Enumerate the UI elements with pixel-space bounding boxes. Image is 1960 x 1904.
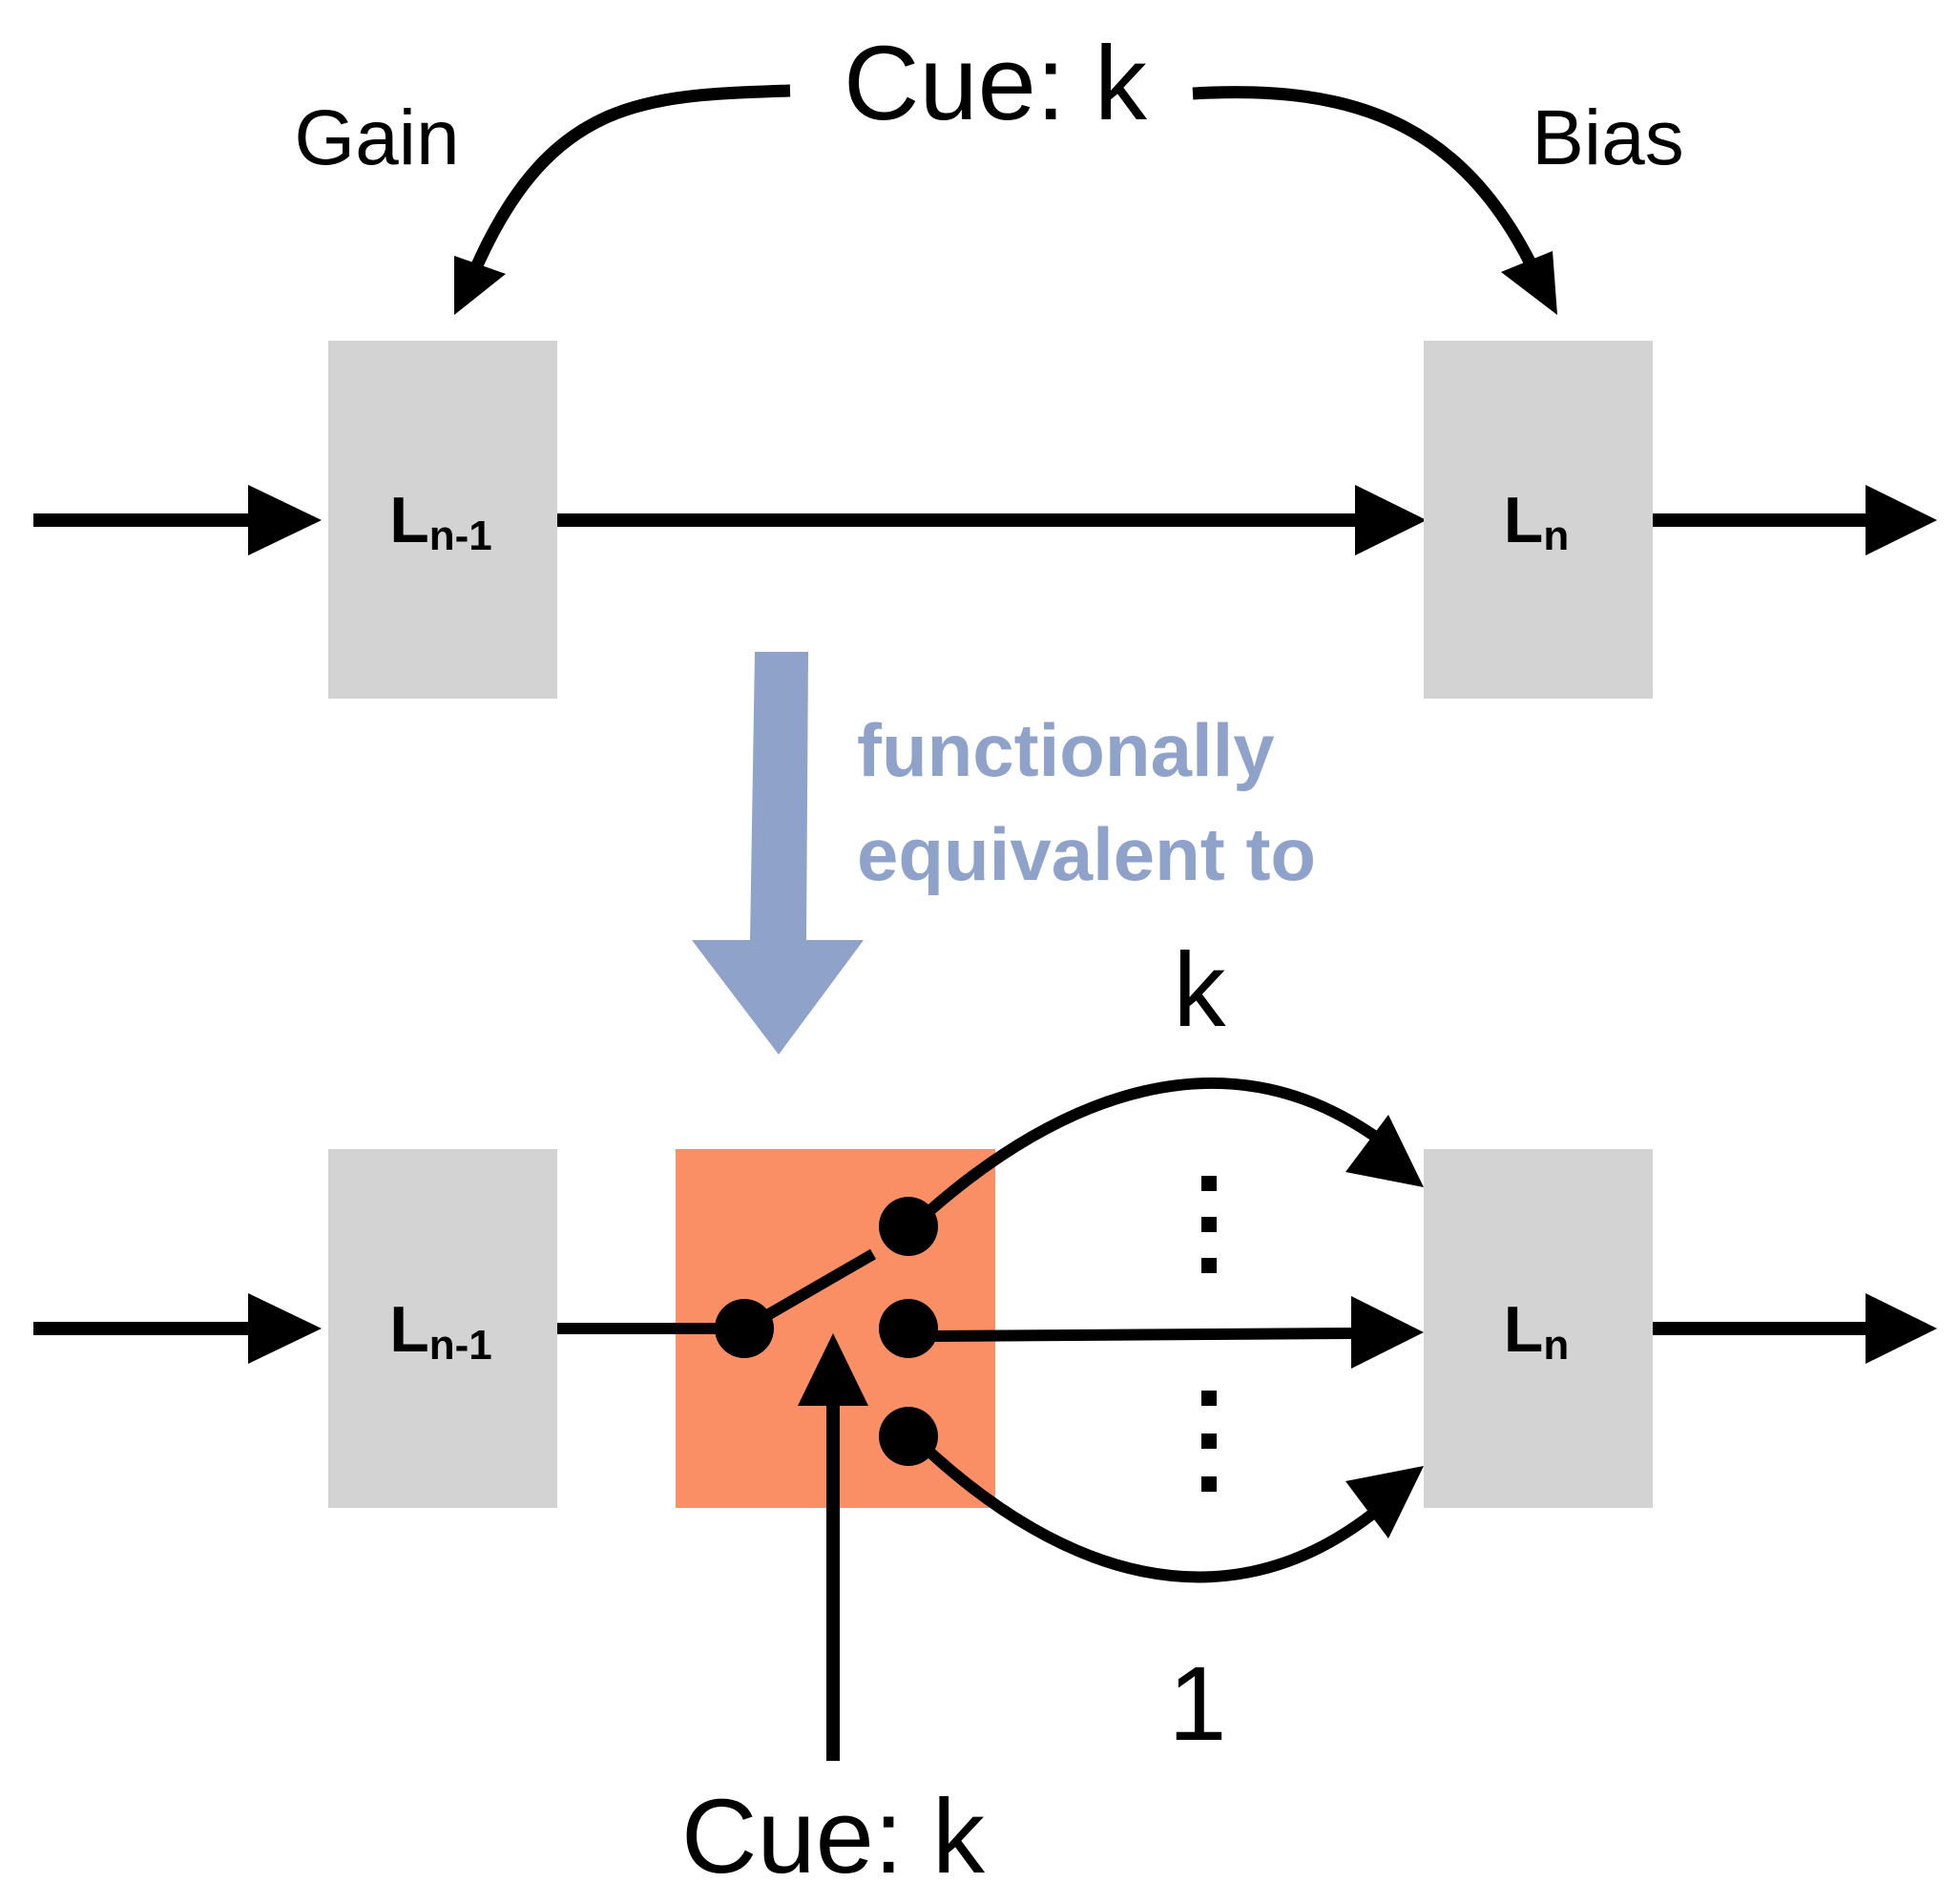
top-layer-prev-main: L	[389, 484, 429, 556]
branch-middle-arrow	[929, 1296, 1424, 1369]
gain-curve-arrow	[454, 84, 791, 315]
top-output-arrow	[1653, 485, 1937, 555]
svg-text:Ln: Ln	[1504, 1293, 1569, 1369]
equivalence-line1: functionally	[857, 708, 1275, 792]
bottom-layer-prev-sub: n-1	[429, 1322, 492, 1369]
switch-contact-middle-dot	[879, 1299, 938, 1358]
top-layer-next-main: L	[1504, 484, 1544, 556]
top-layer-prev-box	[328, 341, 557, 699]
ellipsis-lower	[1201, 1391, 1217, 1492]
svg-text:Ln-1: Ln-1	[389, 484, 492, 559]
bottom-diagram: Ln-1	[33, 931, 1937, 1895]
top-layer-next-sub: n	[1543, 513, 1569, 559]
bottom-layer-prev-main: L	[389, 1293, 429, 1366]
top-layer-prev-sub: n-1	[429, 513, 492, 559]
bottom-output-arrow	[1653, 1293, 1937, 1364]
top-middle-arrow	[557, 485, 1427, 555]
gain-label: Gain	[294, 94, 459, 181]
top-cue-label: Cue: k	[844, 25, 1148, 142]
bias-curve-arrow	[1192, 86, 1557, 315]
bottom-layer-prev: Ln-1	[328, 1149, 557, 1508]
switch-contact-bottom-dot	[879, 1407, 938, 1466]
branch-bottom-arrow	[926, 1448, 1424, 1583]
bottom-layer-next-box	[1424, 1149, 1653, 1508]
svg-text:Ln: Ln	[1504, 484, 1569, 559]
equivalence-line2: equivalent to	[857, 812, 1316, 896]
bottom-input-arrow	[33, 1293, 322, 1364]
bias-label: Bias	[1532, 94, 1684, 181]
top-input-arrow	[33, 485, 322, 555]
equivalence-arrow	[692, 652, 864, 1055]
branch-top-label: k	[1174, 931, 1227, 1049]
bottom-layer-next-main: L	[1504, 1293, 1544, 1366]
bottom-layer-next: Ln	[1424, 1149, 1653, 1508]
top-layer-next-box	[1424, 341, 1653, 699]
svg-text:Ln-1: Ln-1	[389, 1293, 492, 1369]
branch-bottom-label: 1	[1168, 1645, 1226, 1763]
ellipsis-upper	[1201, 1176, 1217, 1273]
top-diagram: Ln-1 Ln Cue: k Gain Bias	[33, 25, 1937, 699]
top-layer-next: Ln	[1424, 341, 1653, 699]
switch-contact-top-dot	[879, 1197, 938, 1256]
branch-top-arrow	[927, 1078, 1424, 1215]
bottom-cue-label: Cue: k	[681, 1778, 986, 1895]
bottom-cue-arrow	[798, 1333, 868, 1761]
bottom-layer-next-sub: n	[1543, 1322, 1569, 1369]
equivalence-transition: functionally equivalent to	[692, 652, 1316, 1055]
switch-pivot-dot	[715, 1299, 774, 1358]
top-layer-prev: Ln-1	[328, 341, 557, 699]
bottom-layer-prev-box	[328, 1149, 557, 1508]
